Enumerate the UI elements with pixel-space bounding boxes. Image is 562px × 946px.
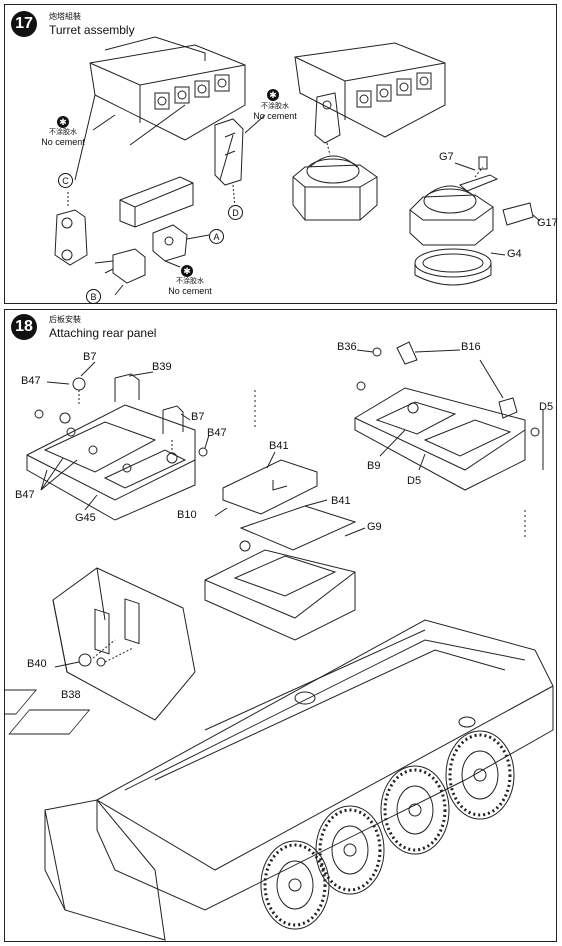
part-label-b40: B40 bbox=[27, 658, 47, 670]
part-label-g4: G4 bbox=[507, 248, 522, 260]
part-label-b47: B47 bbox=[15, 489, 35, 501]
part-label-b7: B7 bbox=[83, 351, 97, 363]
part-label-b7: B7 bbox=[191, 411, 205, 423]
step-title-cn: 炮塔組裝 bbox=[49, 12, 81, 21]
part-label-b16: B16 bbox=[461, 341, 481, 353]
step-17-panel: 17 炮塔組裝 Turret assembly bbox=[4, 4, 558, 304]
part-label-b47: B47 bbox=[207, 427, 227, 439]
callout-d: D bbox=[228, 205, 243, 220]
callout-c: C bbox=[58, 173, 73, 188]
no-cement-cn: 不涂胶水 bbox=[49, 128, 77, 136]
step-title-en: Attaching rear panel bbox=[49, 326, 157, 340]
part-label-b38: B38 bbox=[61, 689, 81, 701]
step-number-badge: 18 bbox=[11, 314, 37, 340]
no-cement-icon: ✱ bbox=[181, 265, 193, 277]
part-label-b9: B9 bbox=[367, 460, 381, 472]
part-label-b10: B10 bbox=[177, 509, 197, 521]
no-cement-cn: 不涂胶水 bbox=[261, 102, 289, 110]
part-label-g7: G7 bbox=[439, 151, 454, 163]
no-cement-note: 不涂胶水 No cement bbox=[161, 276, 219, 296]
no-cement-en: No cement bbox=[253, 111, 297, 121]
no-cement-cn: 不涂胶水 bbox=[176, 277, 204, 285]
part-label-g45: G45 bbox=[75, 512, 96, 524]
no-cement-icon: ✱ bbox=[267, 89, 279, 101]
part-label-b36: B36 bbox=[337, 341, 357, 353]
no-cement-en: No cement bbox=[41, 137, 85, 147]
callout-b: B bbox=[86, 289, 101, 304]
part-label-b47: B47 bbox=[21, 375, 41, 387]
callout-a: A bbox=[209, 229, 224, 244]
rear-panel-drawing bbox=[5, 341, 554, 941]
step-18-panel: 18 后板安裝 Attaching rear panel bbox=[4, 309, 557, 942]
no-cement-note: 不涂胶水 No cement bbox=[33, 127, 93, 147]
part-label-d5: D5 bbox=[407, 475, 422, 487]
step-number-badge: 17 bbox=[11, 11, 37, 37]
no-cement-icon: ✱ bbox=[57, 116, 69, 128]
part-label-g9: G9 bbox=[367, 521, 382, 533]
part-label-d5: D5 bbox=[539, 401, 554, 413]
part-label-b41: B41 bbox=[331, 495, 351, 507]
part-label-b39: B39 bbox=[152, 361, 172, 373]
step-title-en: Turret assembly bbox=[49, 23, 135, 37]
part-label-g17: G17 bbox=[537, 217, 558, 229]
part-label-b41: B41 bbox=[269, 440, 289, 452]
step-title-cn: 后板安裝 bbox=[49, 315, 81, 324]
no-cement-note: 不涂胶水 No cement bbox=[245, 101, 305, 121]
no-cement-en: No cement bbox=[168, 286, 212, 296]
turret-assembly-drawing bbox=[54, 36, 541, 296]
